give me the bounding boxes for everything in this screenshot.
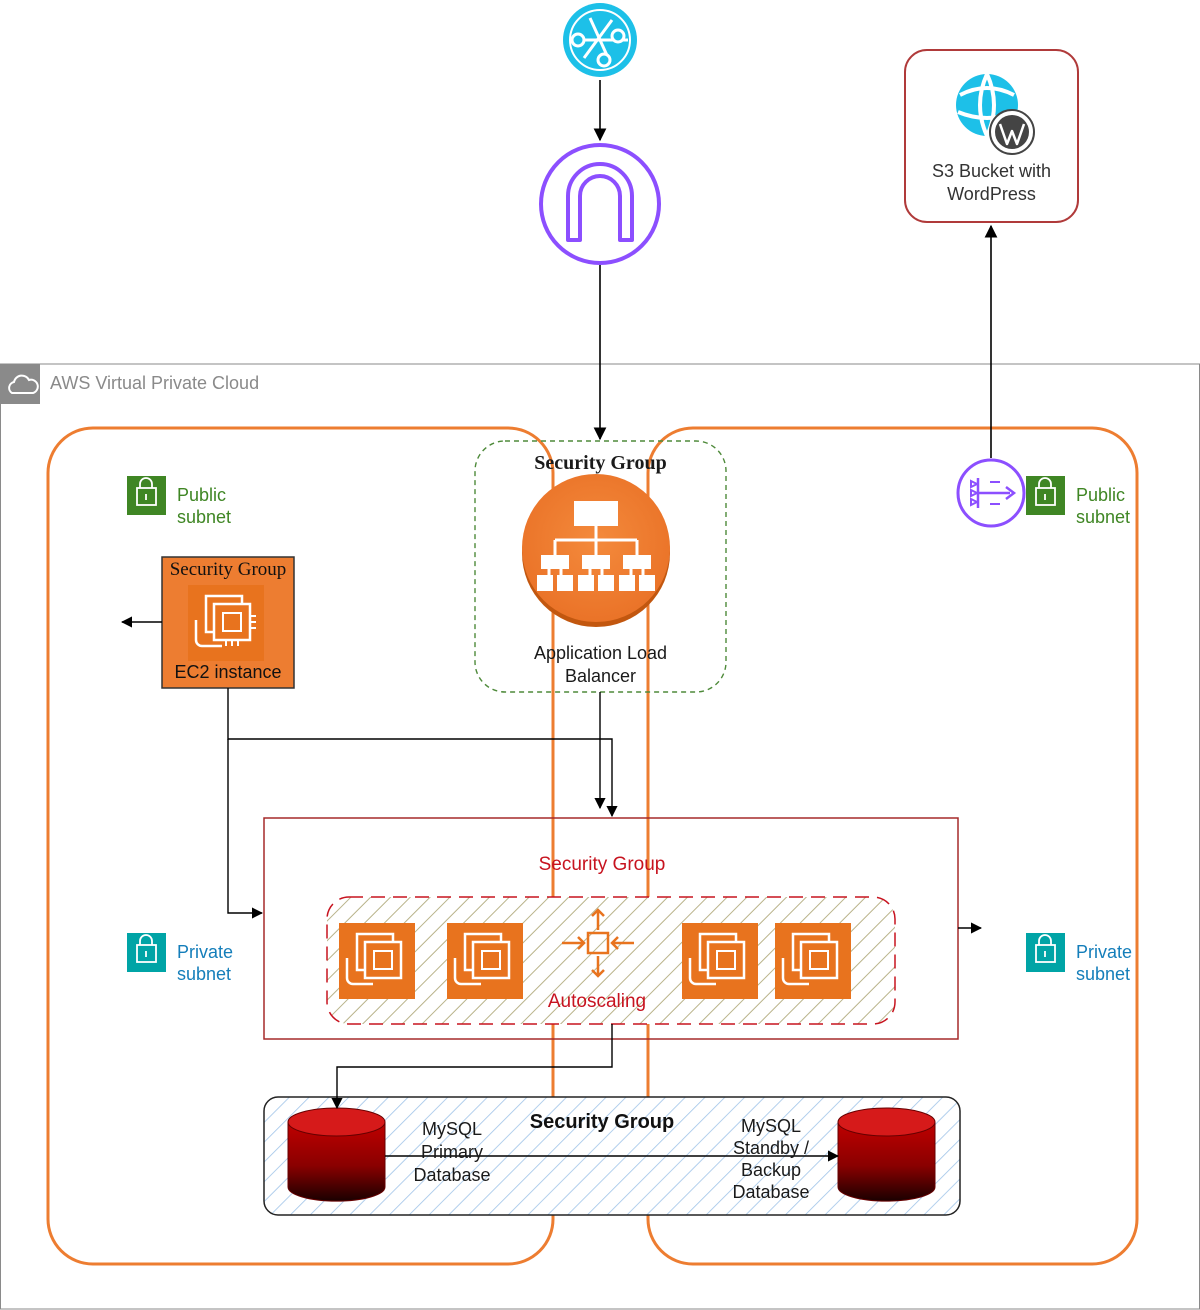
ec2-label: EC2 instance (174, 662, 282, 682)
availability-zone-right (646, 426, 1139, 1266)
app-instance-1-icon (339, 923, 415, 999)
wordpress-globe-icon (956, 73, 1035, 155)
availability-zone-left (46, 426, 555, 1266)
db-security-group-title: Security Group (529, 1111, 675, 1133)
load-balancer-icon (522, 474, 670, 627)
alb-security-group-title: Security Group (534, 452, 667, 474)
ec2-security-group-title: Security Group (169, 559, 287, 580)
app-security-group-title: Security Group (538, 854, 666, 875)
primary-database-icon (287, 1107, 386, 1202)
cloud-icon (8, 374, 39, 394)
app-instance-2-icon (447, 923, 523, 999)
private-subnet-right-icon (1026, 933, 1065, 972)
nat-gateway-icon (956, 458, 1026, 528)
standby-database-icon (837, 1107, 936, 1202)
public-subnet-left-icon (127, 476, 166, 515)
ec2-instance-icon (188, 585, 264, 661)
edge-app-to-db (331, 1024, 613, 1110)
autoscaling-label: Autoscaling (547, 991, 647, 1012)
public-subnet-right-icon (1026, 476, 1065, 515)
app-instance-4-icon (775, 923, 851, 999)
app-instance-3-icon (682, 923, 758, 999)
edge-ec2-to-autoscaling (227, 739, 264, 919)
internet-icon (563, 3, 637, 77)
autoscaling-icon (562, 908, 634, 978)
vpc-badge (0, 364, 40, 404)
vpc-label: AWS Virtual Private Cloud (50, 373, 260, 393)
edge-ec2-to-app (227, 688, 618, 818)
internet-gateway-icon (539, 143, 661, 265)
private-subnet-left-icon (127, 933, 166, 972)
